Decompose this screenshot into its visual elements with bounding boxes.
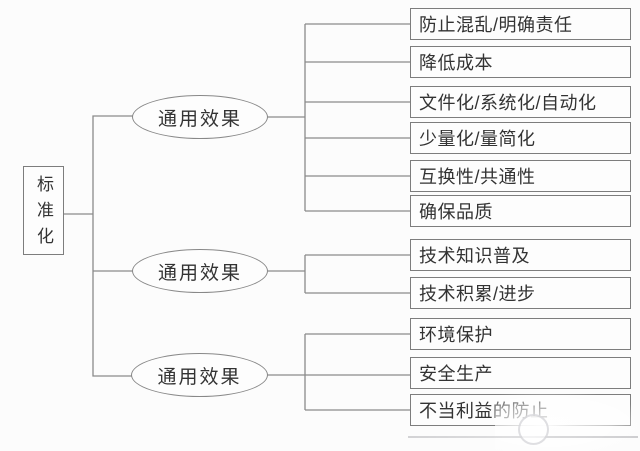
leaf-box-interchangeability: 互换性/共通性 bbox=[410, 160, 631, 192]
leaf-box-quality-assurance: 确保品质 bbox=[410, 195, 631, 227]
leaf-box-minimization: 少量化/量简化 bbox=[410, 122, 631, 154]
leaf-box-knowledge-spread: 技术知识普及 bbox=[410, 239, 631, 271]
leaf-box-improper-gain: 不当利益的防止 bbox=[410, 394, 631, 426]
leaf-box-environment: 环境保护 bbox=[410, 318, 631, 350]
branch-node-3: 通用效果 bbox=[131, 353, 268, 397]
branch-node-2: 通用效果 bbox=[132, 249, 268, 293]
leaf-box-documentation: 文件化/系统化/自动化 bbox=[410, 86, 631, 118]
leaf-box-safety: 安全生产 bbox=[410, 357, 631, 389]
branch-node-1: 通用效果 bbox=[132, 95, 268, 139]
leaf-box-prevent-confusion: 防止混乱/明确责任 bbox=[410, 8, 631, 40]
root-node-standardization: 标准化 bbox=[23, 166, 64, 255]
leaf-box-tech-progress: 技术积累/进步 bbox=[410, 277, 631, 309]
leaf-box-cost-reduction: 降低成本 bbox=[410, 46, 631, 78]
